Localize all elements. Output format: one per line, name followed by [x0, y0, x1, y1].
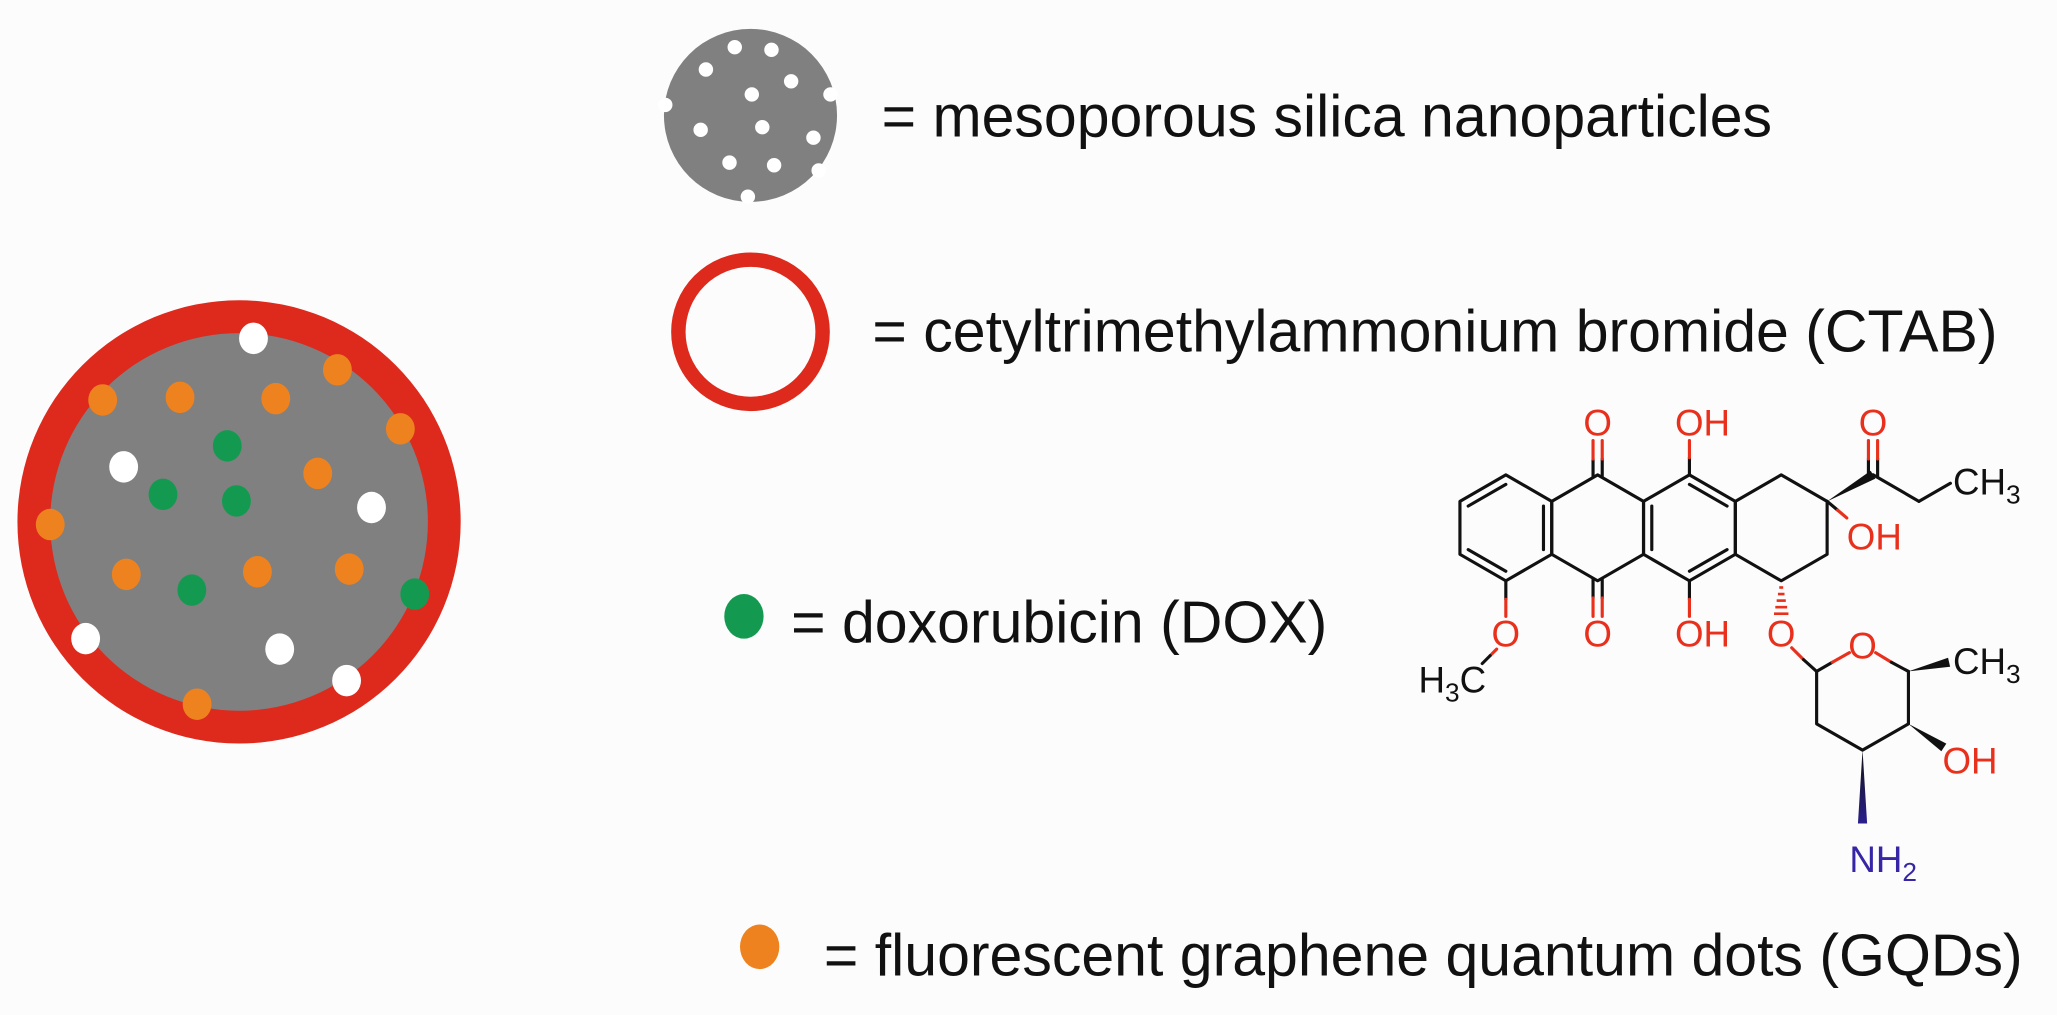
- double-bond-inner: [1466, 548, 1508, 573]
- gqd-dot: [182, 688, 212, 720]
- sugar-methyl-label: CH3: [1953, 641, 2021, 689]
- hydroxyl-c9-label: OH: [1847, 516, 1902, 557]
- gqd-dot: [111, 558, 141, 591]
- carbonyl-top-label: O: [1583, 402, 1612, 443]
- ring-c: [1641, 473, 1737, 583]
- glycosidic-bond: [1790, 646, 1819, 673]
- methoxy-o-label: O: [1492, 614, 1521, 655]
- methoxy-bond: [1480, 579, 1508, 666]
- dox-dot: [177, 574, 207, 606]
- carbonyl-bottom-label: O: [1583, 614, 1612, 655]
- dox-dot: [148, 478, 178, 511]
- double-bond-inner: [1466, 482, 1508, 508]
- dox-dot: [400, 578, 430, 610]
- double-bond-inner: [1687, 482, 1729, 508]
- pore-dot: [265, 633, 295, 665]
- doxorubicin-structure: O OH O CH3 OH O H3C O OH O O CH3 OH NH2: [1419, 402, 2021, 887]
- legend-item-ctab: = cetyltrimethylammonium bromide (CTAB): [671, 252, 1998, 412]
- pore-dot: [332, 664, 362, 697]
- legend-label-silica: = mesoporous silica nanoparticles: [882, 83, 1772, 149]
- double-bond-inner: [1687, 548, 1729, 573]
- legend-label-dox: = doxorubicin (DOX): [791, 590, 1327, 656]
- gqd-dot: [261, 382, 291, 415]
- legend-label-ctab: = cetyltrimethylammonium bromide (CTAB): [872, 298, 1997, 364]
- gqd-dot: [385, 413, 415, 445]
- dox-dot: [222, 485, 251, 517]
- legend-item-silica: = mesoporous silica nanoparticles: [658, 28, 1772, 204]
- ring-o-label: O: [1848, 625, 1877, 666]
- hydroxyl-bottom-label: OH: [1675, 614, 1730, 655]
- ring-d: [1733, 473, 1829, 583]
- ketone-methyl-label: CH3: [1953, 461, 2021, 509]
- pore-dot: [109, 451, 139, 483]
- side-chain-bond: [1917, 481, 1952, 503]
- amine-label: NH2: [1849, 839, 1917, 887]
- gqd-dot: [165, 381, 195, 414]
- glycosidic-o-label: O: [1767, 614, 1796, 655]
- gqd-dot: [303, 457, 333, 490]
- side-chain-bond: [1871, 473, 1921, 503]
- pore-dot: [71, 622, 101, 655]
- gqd-dot: [35, 508, 65, 541]
- c9-wedge-bond: [1827, 470, 1876, 502]
- pore-dot: [239, 322, 268, 355]
- legend-item-gqd: = fluorescent graphene quantum dots (GQD…: [739, 923, 2023, 989]
- sugar-ring: [1815, 651, 1911, 752]
- carbonyl-bottom-bond: [1591, 578, 1604, 618]
- gqd-dot: [322, 354, 352, 386]
- glycosidic-hashed-bond: [1774, 586, 1789, 616]
- hydroxyl-top-label: OH: [1675, 402, 1730, 443]
- sugar-methyl-wedge: [1908, 657, 1951, 672]
- carbonyl-top-bond: [1591, 439, 1604, 478]
- amine-wedge: [1857, 750, 1868, 824]
- ring-a: [1458, 473, 1554, 583]
- legend-label-gqd: = fluorescent graphene quantum dots (GQD…: [824, 923, 2023, 989]
- c9-hydroxyl-bond: [1825, 499, 1849, 520]
- ketone-double-bond: [1866, 439, 1880, 478]
- loaded-nanoparticle: [17, 300, 461, 744]
- methoxy-methyl-label: H3C: [1419, 659, 1487, 707]
- pore-dot: [357, 491, 386, 524]
- gqd-dot: [334, 553, 364, 585]
- gqd-dot: [242, 556, 272, 588]
- green-dot-icon: [724, 594, 764, 639]
- silica-core: [50, 333, 428, 711]
- ring-b: [1550, 473, 1646, 583]
- gqd-dot: [88, 384, 118, 416]
- orange-dot-icon: [739, 924, 780, 970]
- ketone-o-label: O: [1859, 402, 1888, 443]
- legend-item-dox: = doxorubicin (DOX): [724, 590, 1327, 656]
- sugar-hydroxyl-wedge: [1908, 723, 1947, 752]
- dox-dot: [212, 430, 242, 462]
- mesoporous-silica-nanoparticle-icon: [658, 28, 838, 204]
- sugar-hydroxyl-label: OH: [1943, 741, 1998, 782]
- ctab-ring-icon: [671, 252, 830, 412]
